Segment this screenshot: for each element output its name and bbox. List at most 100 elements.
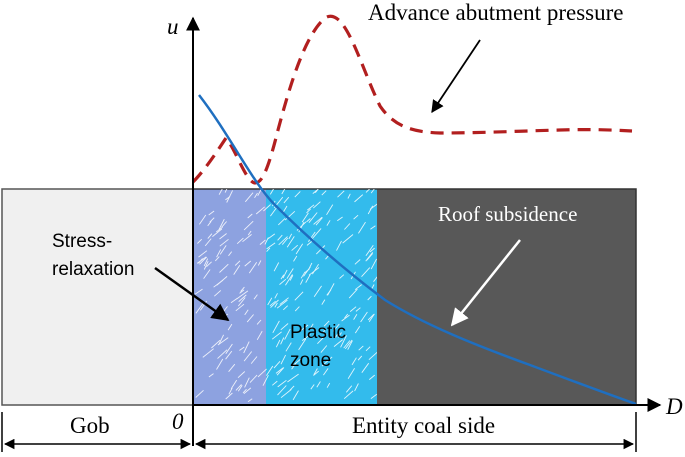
fracture-line <box>203 258 209 267</box>
advance-abutment-pressure-label: Advance abutment pressure <box>368 0 623 25</box>
fracture-line <box>274 293 278 299</box>
fracture-line <box>365 346 371 352</box>
elastic-zone <box>377 189 636 405</box>
fracture-line <box>228 363 236 372</box>
fracture-line <box>312 263 319 275</box>
roof-subsidence-annotation-arrow <box>450 239 521 327</box>
fracture-line <box>347 193 351 199</box>
fracture-line <box>367 313 375 321</box>
fracture-line <box>235 384 242 391</box>
fracture-line <box>306 208 312 214</box>
fracture-line <box>280 274 285 280</box>
fracture-line <box>199 256 208 265</box>
fracture-line <box>365 189 371 193</box>
fracture-line <box>225 350 233 360</box>
fracture-line <box>294 306 300 312</box>
fracture-line <box>233 265 241 275</box>
fracture-line <box>323 368 329 376</box>
fracture-line <box>354 383 359 392</box>
fracture-line <box>365 244 374 257</box>
fracture-line <box>277 385 287 396</box>
fracture-line <box>280 323 289 331</box>
fracture-line <box>284 328 291 340</box>
fracture-line <box>299 279 304 285</box>
fracture-line <box>291 363 297 370</box>
fracture-line <box>301 334 311 342</box>
origin-label: 0 <box>172 409 184 434</box>
plastic-zone-label-line2: zone <box>290 350 331 371</box>
fracture-line <box>300 324 309 332</box>
fracture-line <box>244 309 249 316</box>
fracture-line <box>230 379 238 390</box>
fracture-line <box>266 247 271 252</box>
plastic-zone <box>266 189 377 405</box>
fracture-line <box>347 368 355 379</box>
fracture-line <box>204 238 212 247</box>
fracture-line <box>344 313 349 319</box>
fracture-line <box>309 323 314 330</box>
fracture-line <box>277 218 286 226</box>
pressure-annotation-arrow <box>431 39 481 114</box>
fracture-line <box>266 242 276 250</box>
fracture-line <box>360 311 368 323</box>
plastic-zone-label-line1: Plastic <box>290 322 346 343</box>
fracture-line <box>272 380 278 386</box>
fracture-line <box>270 299 279 308</box>
fracture-line <box>207 221 212 227</box>
fracture-line <box>340 335 347 348</box>
fracture-line <box>214 290 222 297</box>
fracture-line <box>315 245 326 255</box>
fracture-line <box>219 233 227 240</box>
fracture-line <box>225 343 233 354</box>
fracture-line <box>243 341 250 354</box>
fracture-line <box>345 385 353 393</box>
fracture-line <box>276 299 288 309</box>
fracture-line <box>323 320 330 327</box>
fracture-line <box>293 255 298 262</box>
fracture-line <box>257 189 262 197</box>
fracture-line <box>249 374 258 383</box>
stress-relaxation-label-line1: Stress- <box>52 231 112 252</box>
fracture-line <box>367 205 374 215</box>
fracture-line <box>267 233 276 240</box>
fracture-line <box>247 230 252 236</box>
fracture-line <box>237 297 246 307</box>
fracture-line <box>298 338 307 351</box>
fracture-line <box>281 237 289 245</box>
fracture-line <box>243 351 253 362</box>
fracture-line <box>272 320 280 334</box>
entity-coal-side-label: Entity coal side <box>352 413 495 438</box>
stress-relaxation-annotation-arrow <box>154 266 230 322</box>
fracture-line <box>256 330 263 341</box>
fracture-line <box>275 367 284 374</box>
fracture-line <box>244 260 252 267</box>
fracture-line <box>203 261 209 270</box>
fracture-line <box>199 214 207 225</box>
fracture-line <box>203 269 211 279</box>
fracture-line <box>195 303 204 314</box>
fracture-hatching-icon <box>194 189 377 403</box>
fracture-line <box>308 212 318 223</box>
u-axis-label: u <box>167 14 179 39</box>
fracture-line <box>273 361 281 369</box>
fracture-line <box>369 374 375 380</box>
fracture-line <box>326 220 331 226</box>
fracture-line <box>278 236 288 246</box>
fracture-line <box>349 306 357 312</box>
fracture-line <box>357 355 363 361</box>
fracture-line <box>264 237 269 245</box>
fracture-line <box>281 189 286 195</box>
fracture-line <box>225 196 231 201</box>
fracture-line <box>259 239 266 245</box>
fracture-line <box>298 221 305 233</box>
fracture-line <box>267 297 273 306</box>
fracture-line <box>343 390 354 400</box>
fracture-line <box>284 210 296 221</box>
fracture-line <box>257 260 262 266</box>
fracture-line <box>228 387 233 395</box>
fracture-line <box>234 260 241 266</box>
fracture-line <box>218 218 225 231</box>
fracture-line <box>361 267 371 278</box>
fracture-line <box>211 339 221 349</box>
roof-subsidence-curve <box>198 94 637 406</box>
